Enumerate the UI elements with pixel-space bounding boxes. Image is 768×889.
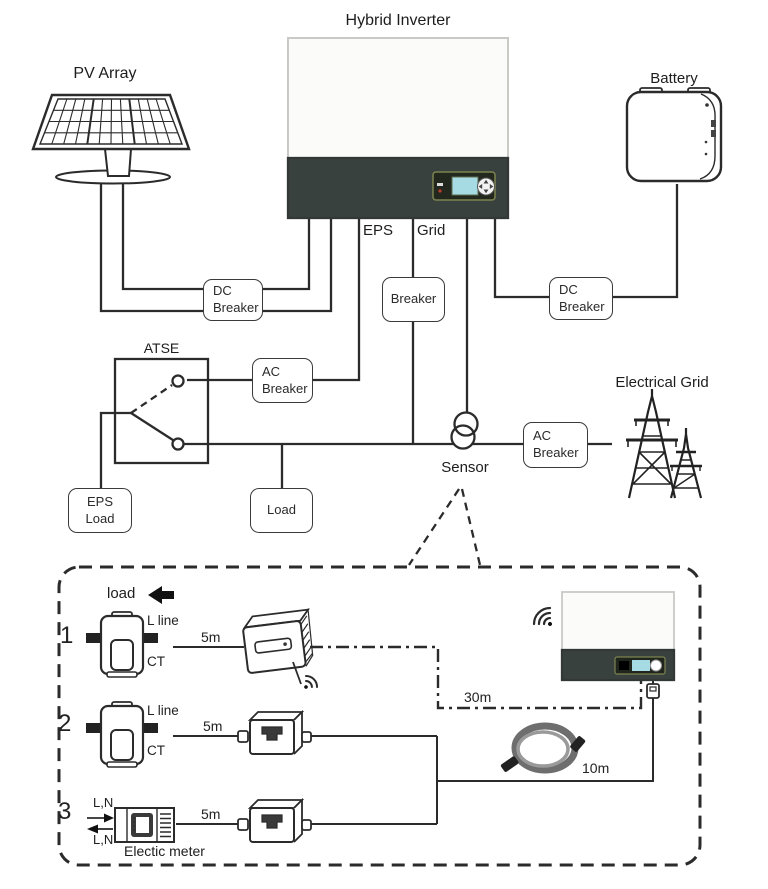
battery-icon: [625, 87, 723, 183]
electric-meter-icon: [114, 807, 175, 843]
cable-length-label: 10m: [582, 760, 610, 776]
rj45-coupler-icon-row3: [237, 797, 312, 843]
breaker-grid-box: Breaker: [382, 277, 445, 322]
wireless-meter-icon: [242, 607, 314, 674]
atse-contact-open: [130, 384, 173, 414]
meter-antenna: [292, 661, 302, 685]
pv-array-label: PV Array: [73, 65, 137, 82]
row3-number: 3: [58, 798, 72, 825]
dc-breaker-battery-box: DC Breaker: [549, 277, 613, 320]
wifi-icon-meter: [304, 674, 319, 689]
battery-label: Battery: [650, 70, 698, 87]
ct-clamp-icon-row1: [86, 611, 158, 678]
electric-meter-label: Electic meter: [124, 843, 205, 859]
pv-array-icon: [31, 93, 191, 185]
wire-30m-dashdot: [310, 645, 643, 710]
transmission-towers-icon: [626, 389, 703, 499]
sensor-detail-box: [57, 565, 702, 867]
mini-inverter-icon: [560, 591, 676, 682]
ct-clamp-icon-row2: [86, 701, 158, 768]
row3-length-label: 5m: [201, 806, 221, 822]
row1-l-line-label: L line: [147, 613, 179, 628]
atse-terminal-bottom: [171, 437, 185, 451]
usb-connector-icon: [646, 683, 660, 699]
atse-contact-closed: [130, 412, 177, 443]
wire-eps-load: [99, 411, 131, 489]
wifi-icon-inverter: [532, 606, 552, 626]
wireless-length-label: 30m: [464, 689, 492, 705]
row3-ln-top-label: L,N: [93, 795, 114, 810]
sensor-callout-lines: [408, 488, 482, 566]
electrical-grid-label: Electrical Grid: [615, 374, 709, 391]
sensor-icon: [450, 411, 479, 450]
rj45-coupler-icon-row2: [237, 709, 312, 755]
row3-ln-bottom-label: L,N: [93, 832, 114, 847]
atse-label: ATSE: [143, 340, 180, 356]
row2-ct-label: CT: [147, 743, 165, 758]
atse-switch-icon: [113, 357, 210, 465]
row1-length-label: 5m: [201, 629, 221, 645]
left-arrow-icon: [148, 586, 174, 604]
coiled-cable-icon: [500, 722, 586, 774]
grid-port-label: Grid: [417, 222, 446, 239]
sensor-label: Sensor: [441, 459, 489, 476]
row1-number: 1: [60, 622, 74, 649]
atse-terminal-top: [171, 374, 185, 388]
ac-breaker-eps-box: AC Breaker: [252, 358, 313, 403]
dpad-icon: [477, 177, 495, 196]
inverter-icon: [286, 37, 510, 220]
row1-ct-label: CT: [147, 654, 165, 669]
row2-length-label: 5m: [203, 718, 223, 734]
row2-number: 2: [58, 710, 72, 737]
dc-breaker-pv-box: DC Breaker: [203, 279, 263, 321]
inverter-display: [432, 171, 496, 201]
ac-breaker-grid-box: AC Breaker: [523, 422, 588, 468]
row2-l-line-label: L line: [147, 703, 179, 718]
page-title: Hybrid Inverter: [345, 12, 451, 29]
load-box: Load: [250, 488, 313, 533]
ln-arrows: [87, 813, 114, 834]
detail-load-label: load: [107, 585, 136, 602]
eps-load-box: EPS Load: [68, 488, 132, 533]
wire-eps: [187, 219, 361, 382]
wire-pv-2: [121, 176, 311, 291]
eps-port-label: EPS: [363, 222, 394, 239]
